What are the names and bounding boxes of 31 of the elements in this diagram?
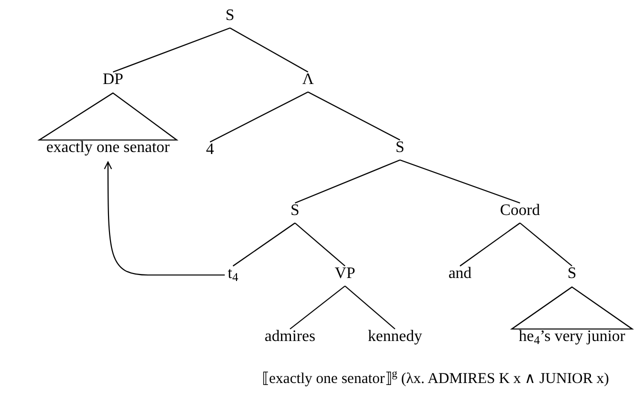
leaf-word: exactly one senator (45, 138, 171, 158)
branch-line (294, 222, 346, 266)
category-label: DP (102, 70, 124, 90)
category-label: Λ (301, 70, 315, 90)
branch-line (230, 28, 308, 72)
branch-line (520, 222, 572, 266)
branch-line (232, 222, 296, 266)
leaf-word: admires (264, 327, 316, 347)
branch-line (400, 159, 520, 204)
leaf-phrase: he$_{4}$’s very junior (518, 327, 626, 347)
branch-line (210, 92, 308, 142)
triangle-roof (510, 286, 634, 330)
movement-arrow (104, 161, 225, 276)
leaf-word: kennedy (366, 327, 424, 347)
category-label: S (290, 201, 300, 221)
branch-line (112, 27, 230, 73)
index-number: 4 (205, 140, 215, 160)
leaf-word: and (447, 264, 473, 284)
formula: ⟦exactly one senator⟧$^{g}$ (λx. ADMIRES K x ∧ JUNIOR x) (262, 368, 610, 389)
triangle-roof (37, 92, 178, 141)
category-label: S (394, 138, 406, 158)
category-label: Coord (499, 201, 541, 221)
category-label: VP (334, 264, 356, 284)
category-label: S (566, 264, 578, 284)
category-label: S (224, 6, 236, 26)
branch-line (308, 92, 400, 140)
trace-label: t$_{4}$ (226, 264, 240, 284)
branch-line (290, 286, 346, 330)
branch-line (294, 160, 400, 204)
branch-line (460, 222, 520, 266)
branch-line (344, 286, 396, 330)
